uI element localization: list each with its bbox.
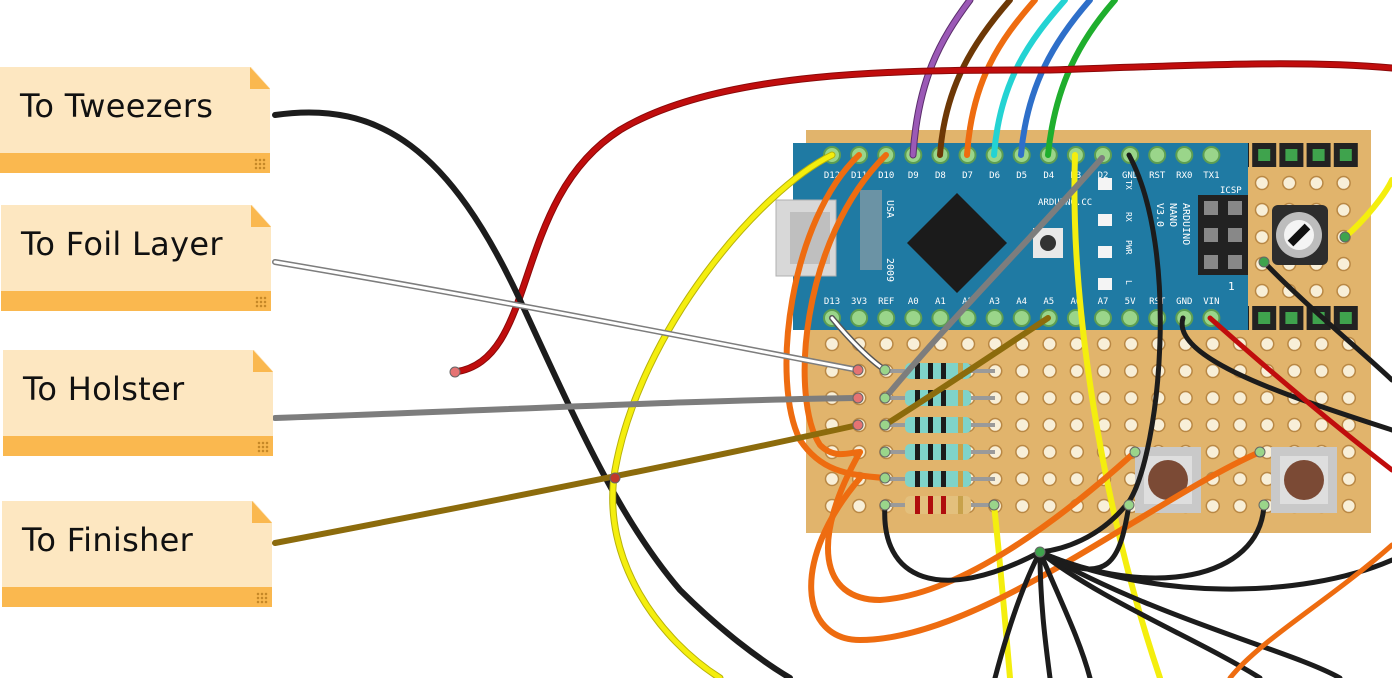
wire-black-fan-3 bbox=[1037, 549, 1093, 678]
push-button-left bbox=[1135, 447, 1201, 513]
wire-gray-diagonal bbox=[882, 155, 1105, 401]
pin-label-bottom: VIN bbox=[1203, 297, 1219, 307]
note-label-finisher: To Finisher bbox=[22, 521, 194, 559]
pin-label-top: D2 bbox=[1098, 171, 1109, 181]
wire-yellow-pot bbox=[1342, 177, 1392, 240]
wire-cyan bbox=[991, 0, 1068, 158]
pin-label-top: D4 bbox=[1043, 171, 1054, 181]
pin-label-top: RX0 bbox=[1176, 171, 1192, 181]
wire-black-fan-1 bbox=[992, 549, 1043, 678]
pin-label-bottom: D13 bbox=[824, 297, 840, 307]
pin-label-top: D6 bbox=[989, 171, 1000, 181]
board-version: V3.0 bbox=[1154, 203, 1165, 227]
pin-label-top: D11 bbox=[851, 171, 867, 181]
pin-label-bottom: A4 bbox=[1016, 297, 1027, 307]
pin-label-top: D5 bbox=[1016, 171, 1027, 181]
board-pwr: PWR bbox=[1124, 240, 1133, 255]
note-label-foil: To Foil Layer bbox=[21, 225, 223, 263]
board-rx: RX bbox=[1124, 212, 1133, 222]
wire-black-pot bbox=[1261, 259, 1392, 383]
pin-label-bottom: A3 bbox=[989, 297, 1000, 307]
wire-yellow-bottom bbox=[991, 502, 1013, 678]
wire-black-fan-2 bbox=[1037, 549, 1053, 678]
wire-orange-loop bbox=[808, 449, 1263, 644]
wire-black-fan-6 bbox=[1037, 549, 1343, 678]
wire-blue bbox=[1018, 0, 1093, 158]
wire-orange-loop-2 bbox=[825, 449, 1138, 604]
board-tx: TX bbox=[1124, 180, 1133, 190]
pin-label-bottom: 5V bbox=[1125, 297, 1136, 307]
board-usa: USA bbox=[884, 200, 895, 218]
pin-label-top: TX1 bbox=[1203, 171, 1219, 181]
wire-black-fan-4 bbox=[1037, 549, 1263, 678]
pin-label-top: D12 bbox=[824, 171, 840, 181]
board-icsp: ICSP bbox=[1220, 186, 1242, 196]
note-label-holster: To Holster bbox=[23, 370, 185, 408]
icsp-header bbox=[1198, 195, 1248, 275]
pin-label-bottom: GND bbox=[1176, 297, 1192, 307]
pin-label-bottom: 3V3 bbox=[851, 297, 867, 307]
wire-orange-d7 bbox=[964, 0, 1038, 158]
microcontroller-chip bbox=[907, 193, 1007, 293]
wire-black-gnd-bottom bbox=[1179, 315, 1392, 433]
pin-label-top: D10 bbox=[878, 171, 894, 181]
wire-orange-d11 bbox=[783, 152, 888, 481]
wire-red-vin bbox=[1207, 315, 1392, 473]
note-to-finisher: To Finisher bbox=[2, 501, 272, 607]
pin-label-bottom: RST bbox=[1149, 297, 1166, 307]
potentiometer bbox=[1272, 205, 1328, 265]
wire-holster-gray bbox=[272, 395, 861, 421]
pin-label-top: GND bbox=[1122, 171, 1138, 181]
wire-orange-right bbox=[1227, 542, 1392, 678]
wire-endpoints bbox=[449, 231, 1351, 558]
board-name: ARDUINO bbox=[1180, 203, 1191, 245]
pin-label-top: RST bbox=[1149, 171, 1166, 181]
board-model: NANO bbox=[1167, 203, 1178, 227]
board-icsp-one: 1 bbox=[1228, 280, 1235, 293]
pin-label-bottom: A5 bbox=[1043, 297, 1054, 307]
wire-black-fan-5 bbox=[1037, 549, 1392, 592]
wire-black-left-btn bbox=[882, 502, 1043, 583]
pin-label-bottom: A6 bbox=[1070, 297, 1081, 307]
wire-yellow-d3 bbox=[1071, 152, 1163, 678]
wires bbox=[272, 0, 1392, 678]
pin-label-bottom: A7 bbox=[1098, 297, 1109, 307]
pin-label-bottom: A1 bbox=[935, 297, 946, 307]
pin-label-top: D8 bbox=[935, 171, 946, 181]
wire-black-gnd-top bbox=[1037, 152, 1163, 555]
note-to-tweezers: To Tweezers bbox=[0, 67, 270, 173]
note-label-tweezers: To Tweezers bbox=[20, 87, 214, 125]
pin-label-bottom: REF bbox=[878, 297, 894, 307]
wire-dark-brown bbox=[937, 0, 1013, 158]
wire-brown-a5 bbox=[882, 315, 1051, 428]
pin-label-top: D9 bbox=[908, 171, 919, 181]
note-to-holster: To Holster bbox=[3, 350, 273, 456]
push-button-right bbox=[1271, 447, 1337, 513]
board-year: 2009 bbox=[884, 258, 895, 282]
wire-tweezers-black bbox=[272, 109, 793, 678]
note-to-foil-layer: To Foil Layer bbox=[1, 205, 271, 311]
pin-label-bottom: A0 bbox=[908, 297, 919, 307]
board-l: L bbox=[1124, 280, 1133, 285]
pin-label-top: D7 bbox=[962, 171, 973, 181]
wire-finisher-brown bbox=[272, 422, 861, 546]
